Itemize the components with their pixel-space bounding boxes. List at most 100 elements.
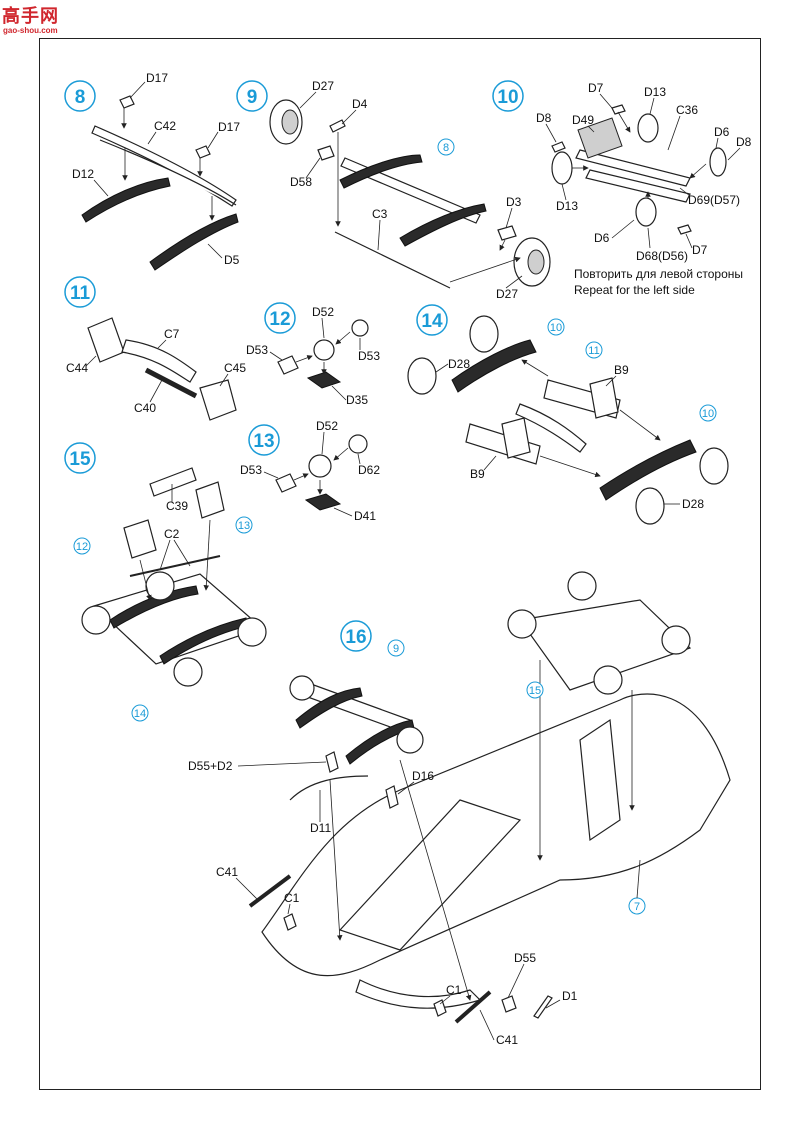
gearbox-13 [195,481,225,519]
step-10-number: 10 [497,87,518,108]
leader [159,539,171,571]
label-d69: D69(D57) [688,193,740,207]
label-d7-a: D7 [588,81,604,95]
arrow [617,111,631,133]
hub-d13-left [551,151,573,185]
label-c7: C7 [164,327,180,341]
wheel-hub-upper [469,315,499,353]
label-d5: D5 [224,253,240,267]
ref-12-badge [73,537,91,555]
label-d41: D41 [354,509,376,523]
ref-8-badge [437,138,455,156]
tube-assembly [515,403,587,453]
label-c1-a: C1 [284,891,300,905]
rear-wheel-hub [507,609,537,639]
bracket-d3 [497,225,517,241]
housing-c45 [199,379,237,421]
note-russian: Повторить для левой стороны [574,267,743,281]
brake-drum-hub [281,109,299,135]
rod-c2 [129,555,221,577]
front-spring-left [295,687,363,729]
cap-d53-left [277,355,299,375]
tube-c7 [121,339,197,383]
clip-d17-a [119,95,135,109]
label-c41-b: C41 [496,1033,518,1047]
ref-step-7: 7 [634,901,640,913]
leader [129,81,146,99]
spring-left [339,154,423,189]
leader [649,97,655,115]
wheel-hub-d28-lower [635,487,665,525]
step-8-number: 8 [75,87,86,108]
step-14-badge [416,304,448,336]
leader [269,351,283,361]
leader [263,471,279,479]
leader [545,123,557,143]
step-14: 14 D28 B9 B9 D28 10 11 10 [407,304,729,525]
label-d28-a: D28 [448,357,470,371]
leader [397,781,415,795]
label-d13-a: D13 [644,85,666,99]
leader [587,125,595,133]
spring-pack-lower [585,169,691,203]
label-d35: D35 [346,393,368,407]
step-16: 16 D55+D2 D16 [188,571,731,1047]
spring-hanger-d12 [81,177,171,223]
leader [93,179,109,197]
leader [331,385,347,401]
arrow [295,355,313,363]
arrow [139,559,152,601]
label-c42: C42 [154,119,176,133]
leader [377,219,381,251]
pipe-d11 [289,775,369,801]
ref-step-15: 15 [529,685,541,697]
step-11-number: 11 [70,283,91,304]
label-d11: D11 [310,821,331,835]
leader [545,999,561,1009]
arrow [449,256,521,283]
leader [147,131,157,145]
label-b9-b: B9 [470,467,485,481]
lever-d1 [533,995,553,1019]
label-d53: D53 [240,463,262,477]
rear-fender [579,718,621,842]
leader [299,91,317,109]
note-english: Repeat for the left side [574,283,695,297]
leader [357,453,361,465]
wheel-hub-d28-upper [407,357,437,395]
step-12-number: 12 [269,309,290,330]
arm-d4 [329,119,346,133]
bracket-d55-d2 [325,751,339,773]
leader [599,93,613,109]
housing-c44 [87,317,125,363]
step-8: 8 D17 C42 D17 D12 D5 [64,71,240,271]
label-d8-a: D8 [536,111,552,125]
bracket-c1-right [433,999,447,1017]
ref-step-14: 14 [134,708,146,720]
wheel-hub [81,605,111,635]
hub-d6-right [709,147,727,177]
front-wheel-hub-right [396,726,424,754]
leader [157,339,167,349]
leader [561,183,567,201]
step-12-badge [264,302,296,334]
leader [85,355,97,367]
shaft-c41-right [454,990,492,1024]
label-b9-a: B9 [614,363,629,377]
step-13-number: 13 [253,431,274,452]
label-d53-b: D53 [358,349,380,363]
cap-d53-right [351,319,369,337]
ref-11-badge [585,341,603,359]
rear-wheel-hub [661,625,691,655]
leader [321,431,325,455]
rear-bogie [518,599,692,691]
label-d3: D3 [506,195,522,209]
frame-crossmember [338,799,522,951]
plate-d41 [304,493,342,511]
step-11-badge [64,276,96,308]
arrow [499,239,506,251]
arrow [521,359,549,377]
label-c3: C3 [372,207,388,221]
label-d49: D49 [572,113,594,127]
